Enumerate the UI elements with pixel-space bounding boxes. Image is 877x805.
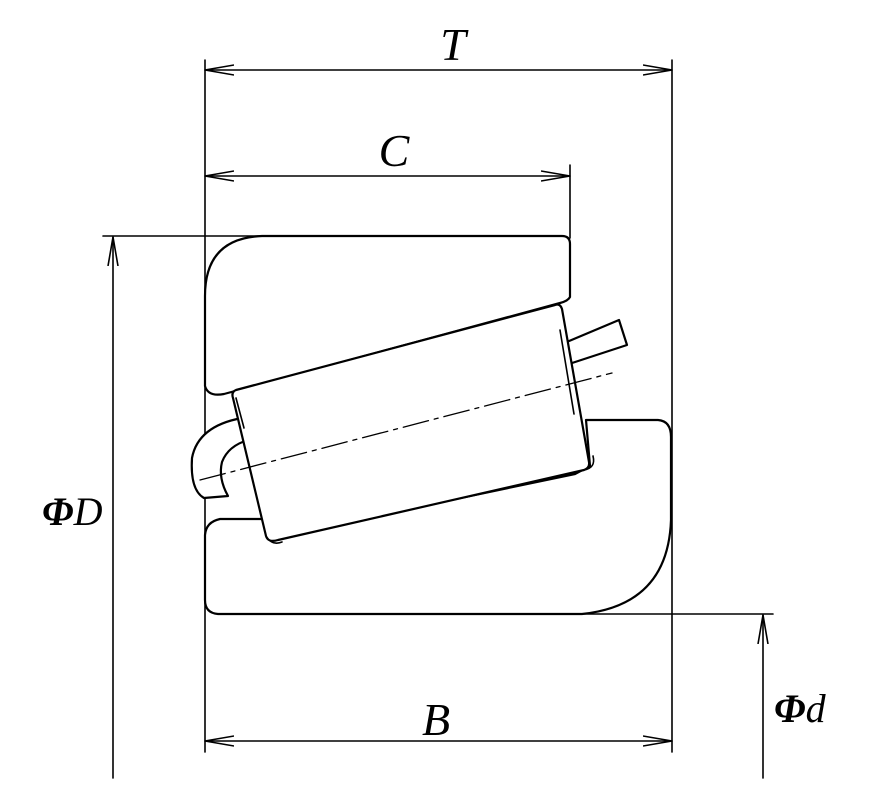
label-d: d [806,686,827,731]
roller-axis [199,372,613,481]
label-B: B [422,694,450,745]
bearing-cross-section [190,234,673,616]
cage-tab-right [560,318,629,366]
label-outer-diameter: ΦD [42,489,103,534]
label-bore-diameter: Φd [774,686,827,731]
inner-ring [203,418,673,616]
label-D: D [73,489,103,534]
dimension-lines [113,70,763,779]
outer-ring [203,234,572,396]
label-T: T [440,19,469,70]
label-C: C [379,125,411,176]
phi-symbol: Φ [42,489,74,534]
phi-symbol: Φ [774,686,806,731]
dimension-labels: T C B ΦD Φd [42,19,827,745]
